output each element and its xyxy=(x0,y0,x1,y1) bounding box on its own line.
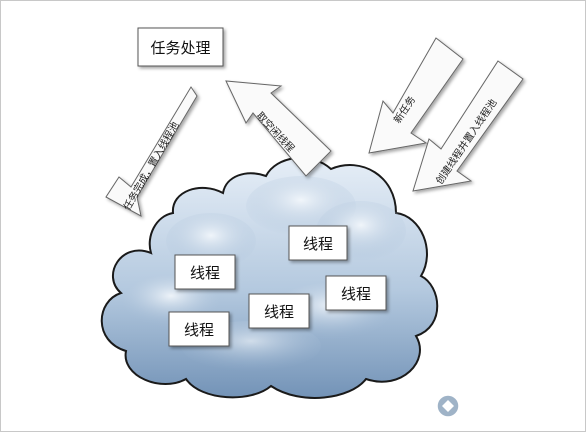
arrow-new-task: 新任务 xyxy=(368,37,464,154)
thread-box: 线程 xyxy=(325,275,387,311)
thread-pool-cloud xyxy=(100,156,439,399)
thread-label: 线程 xyxy=(184,321,214,339)
thread-box: 线程 xyxy=(288,225,348,261)
thread-label: 线程 xyxy=(341,285,371,303)
watermark-logo: 系统之家 xyxy=(436,394,524,418)
thread-box: 线程 xyxy=(174,254,236,290)
thread-box: 线程 xyxy=(168,311,230,347)
task-processing-label: 任务处理 xyxy=(150,39,210,57)
thread-label: 线程 xyxy=(303,235,333,253)
task-processing-box: 任务处理 xyxy=(137,27,224,67)
thread-label: 线程 xyxy=(264,303,294,321)
thread-box: 线程 xyxy=(248,293,310,329)
arrow-task-done-label: 任务完成，置入线程池 xyxy=(120,119,181,212)
thread-label: 线程 xyxy=(190,264,220,282)
arrow-get-idle: 取空闲线程 xyxy=(225,80,332,177)
watermark-text: 系统之家 xyxy=(464,398,524,416)
